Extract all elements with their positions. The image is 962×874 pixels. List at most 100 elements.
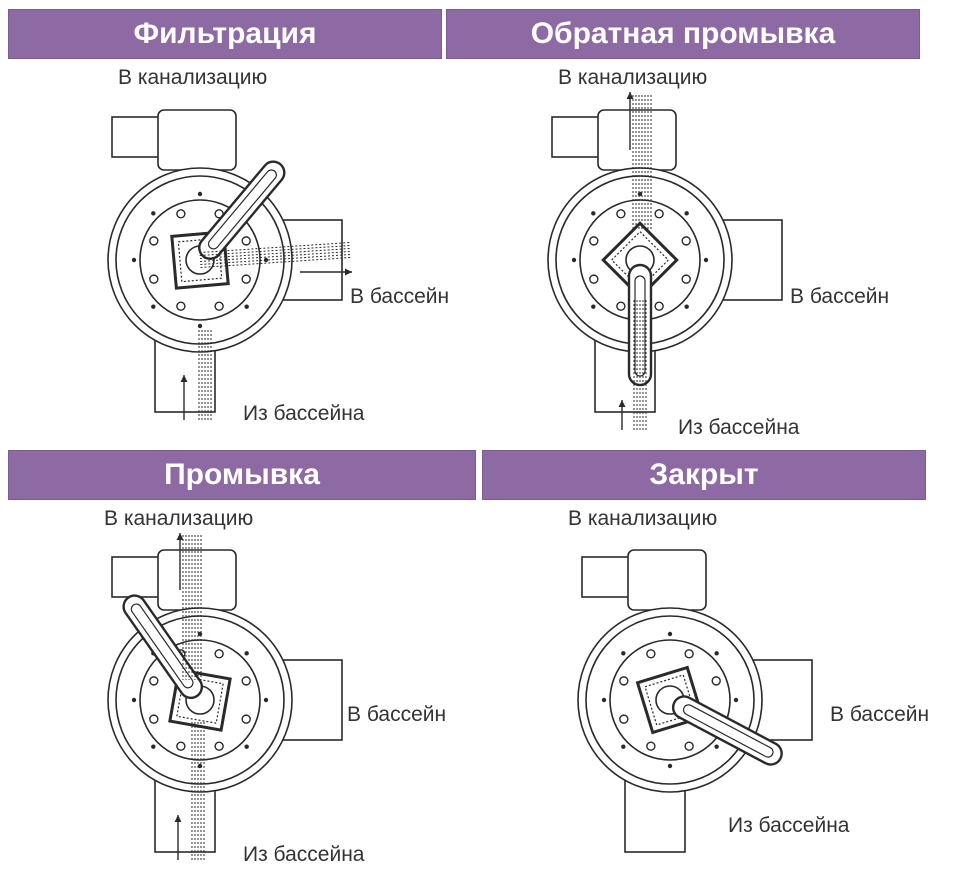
- bolt: [654, 209, 664, 219]
- flow-arrow-to-drain-3: [176, 533, 184, 590]
- valve-body-1: [107, 109, 351, 420]
- position-mark: [684, 304, 689, 309]
- bolt: [241, 236, 251, 246]
- position-mark: [591, 304, 596, 309]
- label-to-drain-4: В канализацию: [568, 507, 718, 530]
- label-from-pool-3: Из бассейна: [243, 843, 365, 866]
- position-mark: [667, 631, 673, 637]
- label-to-drain-1: В канализацию: [118, 66, 268, 89]
- drain-port: [157, 549, 237, 611]
- position-mark: [131, 697, 137, 703]
- position-mark: [244, 304, 249, 309]
- position-mark: [621, 744, 626, 749]
- bolt: [176, 741, 186, 751]
- valve-inner-ring: [139, 639, 261, 761]
- valve-handle: [198, 160, 286, 260]
- valve-outer-ring-inner: [585, 615, 755, 785]
- flow-arrow-to-pool-1: [300, 268, 352, 276]
- flow-arrow-from-pool-1: [180, 375, 188, 420]
- flow-arrow-to-drain-2: [626, 92, 634, 150]
- position-mark: [733, 697, 739, 703]
- valve-outer-ring-inner: [115, 175, 285, 345]
- label-from-pool-1: Из бассейна: [243, 402, 365, 425]
- position-mark: [684, 211, 689, 216]
- bolt: [619, 676, 629, 686]
- bolt: [619, 714, 629, 724]
- panel-title-filtration: Фильтрация: [8, 9, 442, 59]
- rotor: [635, 665, 705, 735]
- bolt: [684, 741, 694, 751]
- bolt: [241, 714, 251, 724]
- position-mark: [151, 211, 156, 216]
- label-from-pool-2: Из бассейна: [678, 416, 800, 439]
- bolt: [214, 741, 224, 751]
- position-mark: [714, 651, 719, 656]
- panel-title-backwash: Обратная промывка: [446, 9, 920, 59]
- bolt: [616, 301, 626, 311]
- rotor: [168, 668, 232, 732]
- bolt: [176, 209, 186, 219]
- flow-lines: [199, 242, 351, 268]
- position-mark: [263, 697, 269, 703]
- flow-lines: [633, 300, 647, 430]
- position-mark: [571, 257, 577, 263]
- flow-lines: [182, 535, 202, 680]
- bolt: [149, 714, 159, 724]
- bolt: [646, 649, 656, 659]
- label-to-drain-2: В канализацию: [558, 66, 708, 89]
- position-mark: [197, 191, 203, 197]
- valve-body-2: [547, 95, 783, 430]
- valve-body-4: [577, 549, 813, 853]
- drain-port: [627, 549, 707, 611]
- bolt: [241, 274, 251, 284]
- drain-pipe: [581, 556, 633, 598]
- bolt: [616, 209, 626, 219]
- label-from-pool-4: Из бассейна: [728, 814, 850, 837]
- drain-port: [157, 109, 237, 171]
- drain-pipe: [111, 556, 163, 598]
- bolt: [149, 274, 159, 284]
- position-mark: [703, 257, 709, 263]
- panel-title-closed: Закрыт: [482, 450, 926, 500]
- rotor: [170, 230, 230, 290]
- position-mark: [601, 697, 607, 703]
- drain-port: [597, 109, 677, 171]
- valve-inner-ring: [139, 199, 261, 321]
- bolt: [241, 676, 251, 686]
- valve-handle: [671, 695, 783, 766]
- bolt: [149, 236, 159, 246]
- bolt: [646, 741, 656, 751]
- position-mark: [621, 651, 626, 656]
- position-mark: [591, 211, 596, 216]
- position-mark: [197, 323, 203, 329]
- label-to-pool-1: В бассейн: [350, 285, 450, 308]
- bolt: [654, 301, 664, 311]
- drain-pipe: [551, 116, 603, 158]
- flow-arrow-from-pool-2: [618, 400, 626, 430]
- position-mark: [244, 744, 249, 749]
- rotor: [601, 221, 679, 299]
- flow-lines: [191, 720, 205, 860]
- bolt: [711, 676, 721, 686]
- label-to-pool-2: В бассейн: [790, 285, 890, 308]
- label-to-pool-3: В бассейн: [347, 703, 447, 726]
- valve-outer-ring-inner: [115, 615, 285, 785]
- bolt: [149, 676, 159, 686]
- position-mark: [131, 257, 137, 263]
- position-mark: [151, 304, 156, 309]
- bolt: [684, 649, 694, 659]
- pool-inlet-port: [154, 779, 216, 853]
- flow-arrow-from-pool-3: [174, 815, 182, 860]
- bolt: [681, 274, 691, 284]
- bolt: [589, 236, 599, 246]
- valve-body-3: [107, 535, 343, 860]
- position-mark: [667, 763, 673, 769]
- bolt: [214, 301, 224, 311]
- bolt: [176, 301, 186, 311]
- position-mark: [244, 651, 249, 656]
- flow-lines: [632, 95, 652, 230]
- label-to-drain-3: В канализацию: [104, 507, 254, 530]
- drain-pipe: [111, 116, 163, 158]
- flow-lines: [198, 330, 212, 420]
